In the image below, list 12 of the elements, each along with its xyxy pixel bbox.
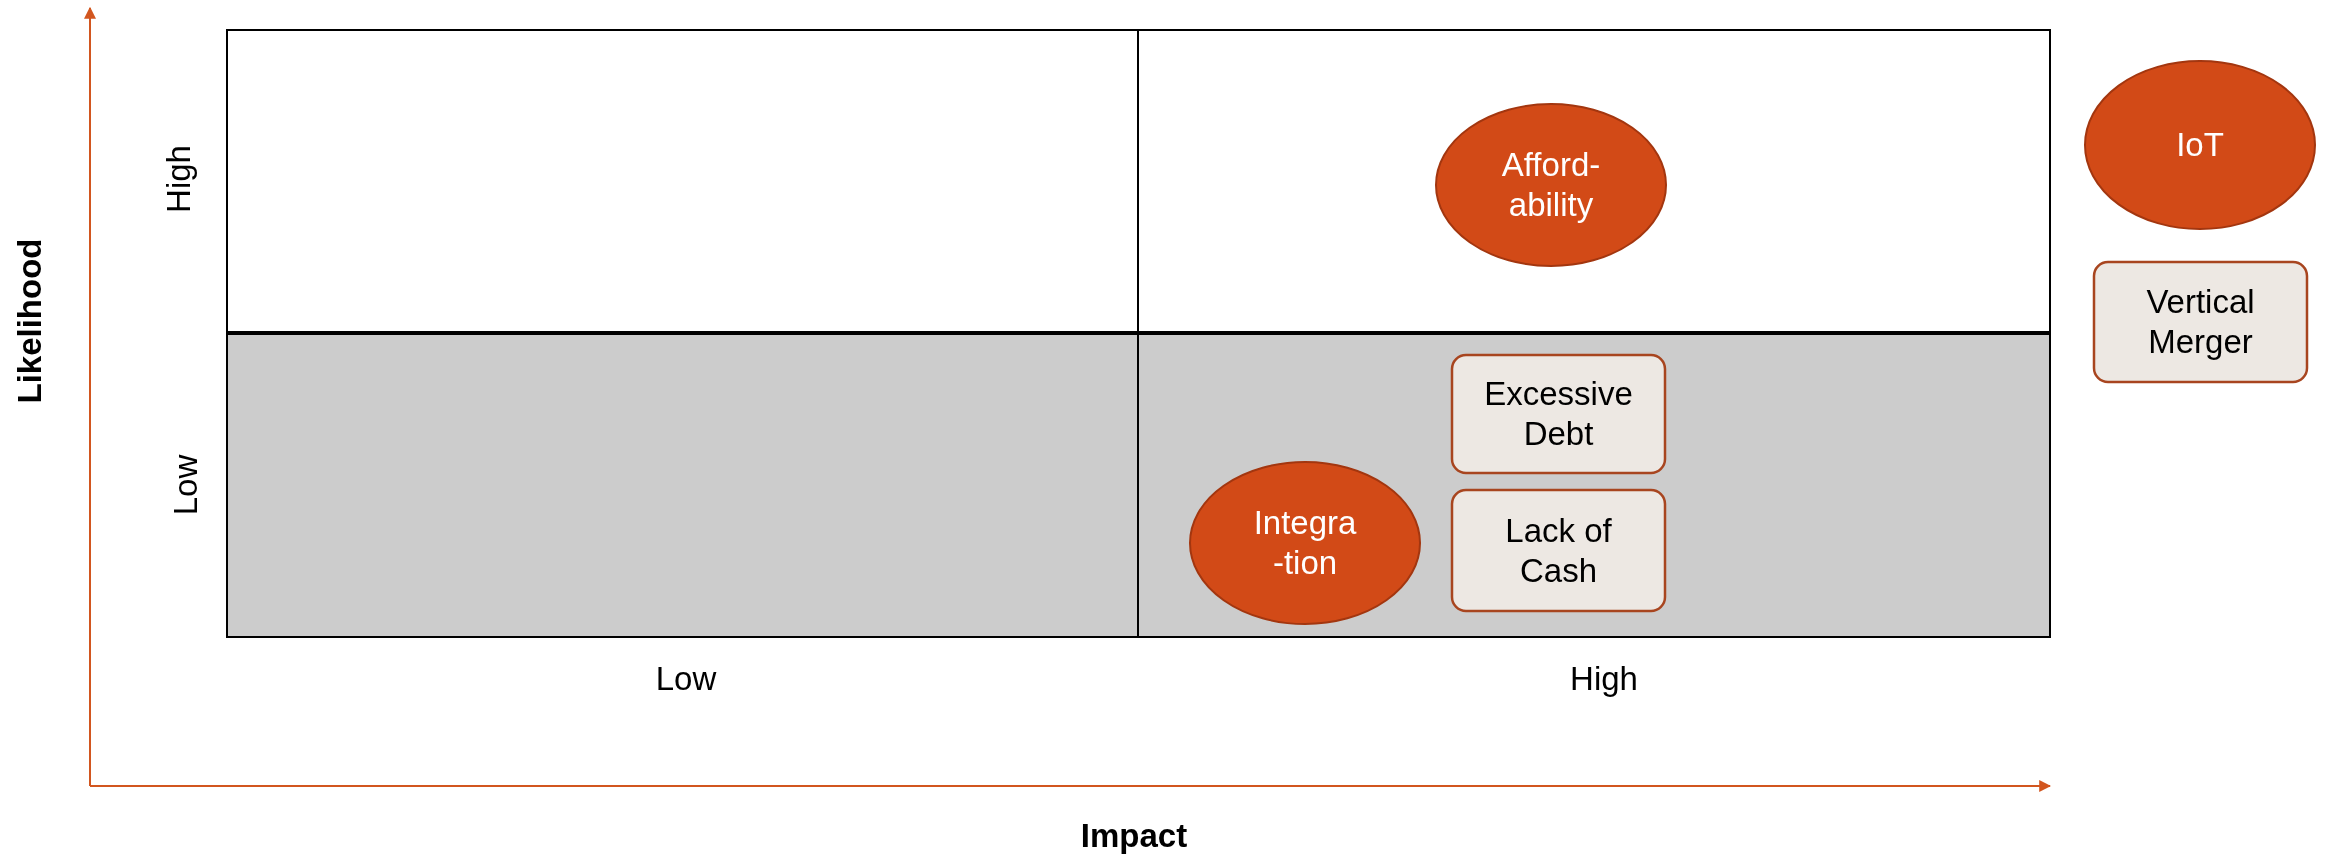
risk-box: Excessive Debt [1451,354,1666,474]
axis-label: Low [655,660,717,698]
axis-title: Likelihood [11,238,49,404]
risk-box: Lack of Cash [1451,489,1666,612]
risk-ellipse: Afford- ability [1435,103,1667,267]
axis-label: High [160,145,198,213]
axis-label: High [1570,660,1638,698]
risk-ellipse: IoT [2084,60,2316,230]
risk-box: Vertical Merger [2093,261,2308,383]
axis-label: Low [167,454,205,516]
risk-ellipse: Integra -tion [1189,461,1421,625]
axis-title: Impact [1080,817,1188,855]
